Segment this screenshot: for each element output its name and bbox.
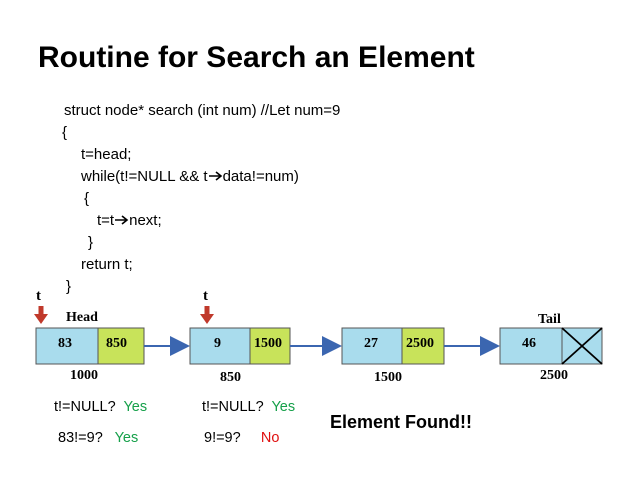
check-1-compare: 83!=9? Yes bbox=[58, 430, 138, 446]
code-line-4: while(t!=NULL && t data!=num) bbox=[81, 166, 299, 188]
pointer-arrow-2-icon bbox=[200, 306, 214, 324]
arrow-right-icon bbox=[208, 171, 222, 181]
node-2 bbox=[189, 327, 291, 365]
node-1 bbox=[35, 327, 145, 365]
node-1-address: 1000 bbox=[70, 368, 98, 383]
node-3 bbox=[341, 327, 445, 365]
head-label: Head bbox=[66, 310, 98, 325]
check-2-compare: 9!=9? No bbox=[204, 430, 279, 446]
node-1-link-cell bbox=[97, 327, 145, 365]
node-3-data: 27 bbox=[364, 336, 378, 351]
node-3-address: 1500 bbox=[374, 370, 402, 385]
check-2-null-label: t!=NULL? bbox=[202, 399, 264, 415]
result-text: Element Found!! bbox=[330, 412, 472, 432]
node-2-address: 850 bbox=[220, 370, 241, 385]
pointer-label-2: t bbox=[203, 288, 208, 304]
node-2-data-cell bbox=[189, 327, 251, 365]
tail-label: Tail bbox=[538, 312, 561, 327]
code-while-post: data!=num) bbox=[222, 168, 299, 185]
node-4-data: 46 bbox=[522, 336, 536, 351]
check-1-null: t!=NULL? Yes bbox=[54, 399, 147, 415]
check-2-compare-label: 9!=9? bbox=[204, 430, 241, 446]
check-2-null-result: Yes bbox=[271, 399, 296, 415]
code-line-6: t=t next; bbox=[97, 210, 162, 232]
code-advance-post: next; bbox=[129, 212, 162, 229]
code-line-3: t=head; bbox=[81, 146, 132, 163]
check-2-null: t!=NULL? Yes bbox=[202, 399, 295, 415]
node-3-next: 2500 bbox=[406, 336, 434, 351]
node-2-data: 9 bbox=[214, 336, 221, 351]
slide-title: Routine for Search an Element bbox=[38, 41, 475, 74]
null-cross-icon bbox=[561, 327, 603, 365]
node-4 bbox=[499, 327, 603, 365]
check-2-compare-result: No bbox=[260, 430, 280, 446]
code-line-5: { bbox=[84, 190, 90, 207]
code-line-2: { bbox=[62, 124, 68, 141]
code-line-8: return t; bbox=[81, 256, 133, 273]
pointer-arrow-1-icon bbox=[34, 306, 48, 324]
code-line-1: struct node* search (int num) //Let num=… bbox=[64, 102, 341, 119]
pointer-label-1: t bbox=[36, 288, 41, 304]
code-line-7: } bbox=[88, 234, 94, 251]
node-1-data-cell bbox=[35, 327, 99, 365]
node-2-next: 1500 bbox=[254, 336, 282, 351]
code-while-pre: while(t!=NULL && t bbox=[81, 168, 208, 185]
node-1-next: 850 bbox=[106, 336, 127, 351]
code-advance-pre: t=t bbox=[97, 212, 115, 229]
arrow-right-icon bbox=[115, 215, 129, 225]
check-1-compare-label: 83!=9? bbox=[58, 430, 103, 446]
check-1-compare-result: Yes bbox=[114, 430, 139, 446]
check-1-null-label: t!=NULL? bbox=[54, 399, 116, 415]
check-1-null-result: Yes bbox=[123, 399, 148, 415]
node-3-link-cell bbox=[401, 327, 445, 365]
node-4-address: 2500 bbox=[540, 368, 568, 383]
code-line-9: } bbox=[66, 278, 72, 295]
node-1-data: 83 bbox=[58, 336, 72, 351]
